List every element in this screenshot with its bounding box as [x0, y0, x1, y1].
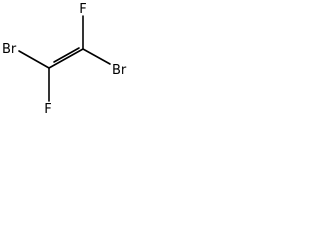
bond-c1-br-left: [18, 50, 50, 69]
double-bond-inner: [53, 47, 80, 63]
bond-c2-br-right: [82, 48, 111, 65]
molecule-structure: F Br Br F: [2, 2, 127, 117]
double-bond-outer: [48, 48, 84, 69]
atom-br-left: Br: [2, 42, 17, 57]
atom-f-bottom: F: [44, 102, 51, 117]
atom-f-top: F: [79, 2, 86, 17]
atom-br-right: Br: [112, 63, 127, 78]
